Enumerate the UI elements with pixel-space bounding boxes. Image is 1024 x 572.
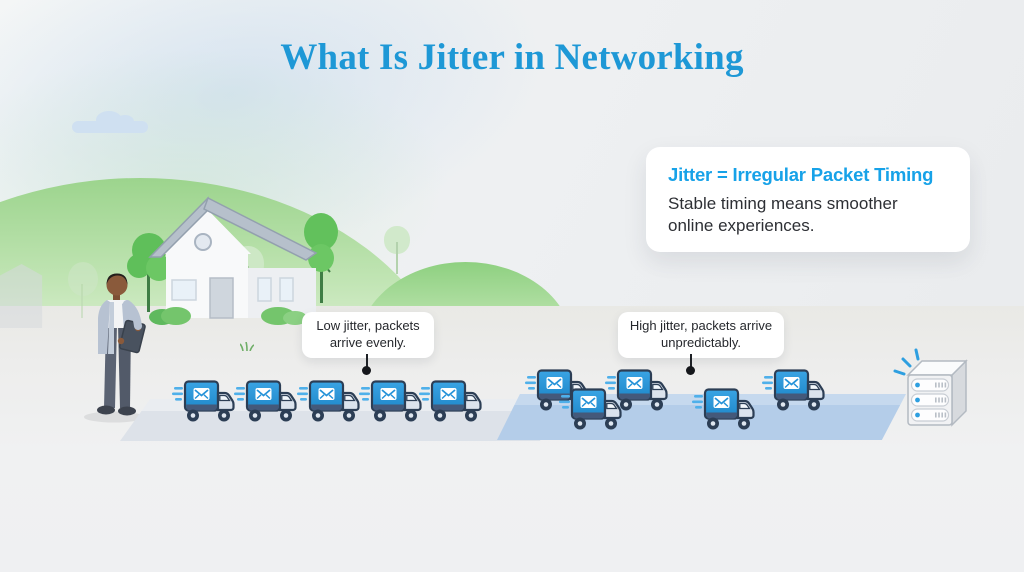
- house-illustration: [118, 190, 353, 330]
- speed-lines-icon: [419, 387, 430, 401]
- definition-heading: Jitter = Irregular Packet Timing: [668, 164, 934, 185]
- envelope-icon: [783, 377, 800, 389]
- definition-body: Stable timing means smoother online expe…: [668, 194, 898, 236]
- delivery-truck-icon: [559, 388, 623, 431]
- speed-lines-icon: [297, 387, 308, 401]
- speed-lines-icon: [605, 376, 616, 390]
- high-jitter-pointer-dot: [686, 366, 695, 375]
- high-jitter-label: High jitter, packets arrive unpredictabl…: [618, 312, 784, 358]
- delivery-truck-icon: [359, 380, 423, 423]
- delivery-truck-icon: [762, 369, 826, 412]
- envelope-icon: [580, 396, 597, 408]
- pale-tree: [384, 226, 410, 274]
- cloud-icon: [72, 111, 148, 133]
- server-slots: [910, 378, 950, 422]
- alert-sparks-icon: [893, 348, 920, 376]
- door: [209, 277, 234, 319]
- speed-lines-icon: [559, 395, 570, 409]
- speed-lines-icon: [359, 387, 370, 401]
- envelope-icon: [713, 396, 730, 408]
- page-title: What Is Jitter in Networking: [280, 37, 744, 78]
- delivery-truck-icon: [172, 380, 236, 423]
- speed-lines-icon: [525, 376, 536, 390]
- person-illustration: [80, 262, 152, 429]
- envelope-icon: [626, 377, 643, 389]
- envelope-icon: [380, 388, 397, 400]
- delivery-truck-icon: [297, 380, 361, 423]
- envelope-icon: [255, 388, 272, 400]
- envelope-icon: [440, 388, 457, 400]
- speed-lines-icon: [692, 395, 703, 409]
- delivery-truck-icon: [692, 388, 756, 431]
- high-jitter-pointer-line: [690, 354, 692, 367]
- delivery-truck-icon: [419, 380, 483, 423]
- delivery-truck-icon: [234, 380, 298, 423]
- definition-card: Jitter = Irregular Packet Timing Stable …: [646, 147, 970, 253]
- tree-icon: [304, 213, 338, 303]
- tree-icon: [127, 233, 172, 312]
- low-jitter-pointer-line: [366, 354, 368, 367]
- round-window: [194, 233, 212, 251]
- envelope-icon: [193, 388, 210, 400]
- server-icon: [885, 338, 985, 443]
- speed-lines-icon: [172, 387, 183, 401]
- bush-icon: [149, 307, 307, 325]
- background-house-silhouette: [0, 264, 43, 328]
- low-jitter-label: Low jitter, packets arrive evenly.: [302, 312, 434, 358]
- envelope-icon: [318, 388, 335, 400]
- delivery-truck-icon: [605, 369, 669, 412]
- grass-tuft: [239, 338, 255, 352]
- envelope-icon: [546, 377, 563, 389]
- speed-lines-icon: [762, 376, 773, 390]
- background-tree-silhouette: [66, 262, 100, 318]
- low-jitter-pointer-dot: [362, 366, 371, 375]
- speed-lines-icon: [234, 387, 245, 401]
